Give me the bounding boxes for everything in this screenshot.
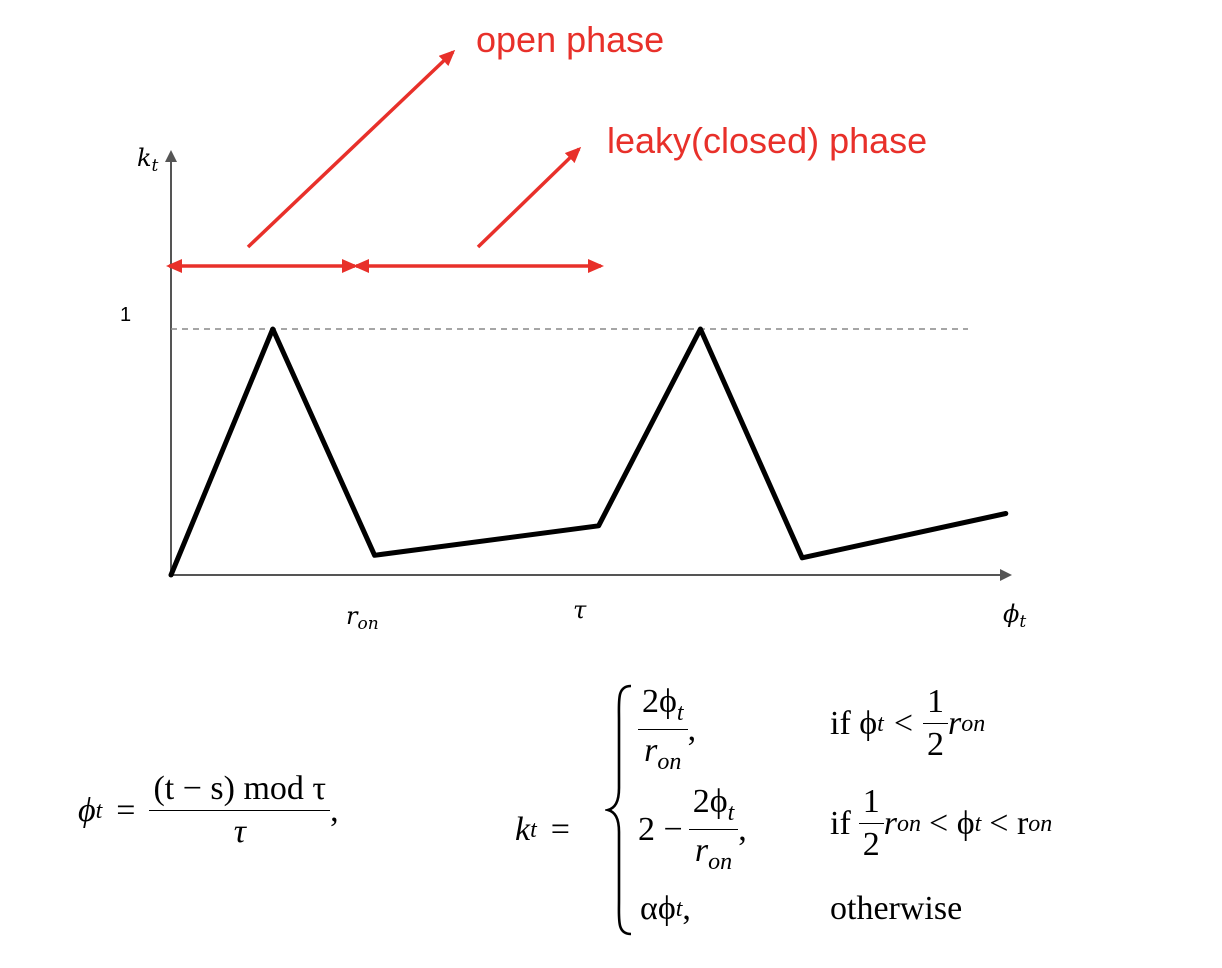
x-axis-label: ϕt — [1003, 600, 1027, 632]
piecewise-brace — [605, 684, 632, 936]
open-phase-pointer-arrow — [246, 49, 456, 249]
x-tick-tau: τ — [573, 596, 587, 624]
y-axis-label: kt — [137, 144, 159, 176]
y-tick-one: 1 — [120, 304, 132, 326]
case3-condition: otherwise — [830, 890, 963, 927]
case1-expression: 2ϕt ron , — [638, 685, 696, 774]
x-tick-ron: ron — [346, 602, 379, 634]
k-curve — [168, 326, 1009, 578]
phi-fraction: (t − s) mod τ τ — [149, 772, 331, 849]
leaky-phase-label: leaky(closed) phase — [607, 120, 928, 161]
open-phase-label: open phase — [476, 19, 665, 60]
leaky-phase-pointer-arrow — [476, 146, 582, 249]
case2-expression: 2 − 2ϕt ron , — [638, 783, 747, 875]
